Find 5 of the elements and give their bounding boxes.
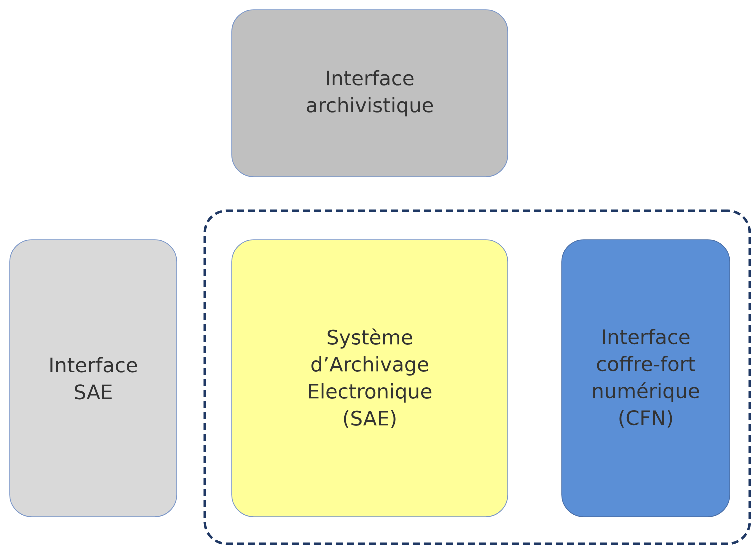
dashed-group-box bbox=[204, 210, 752, 546]
process-box: Interface archivistique bbox=[232, 10, 508, 178]
process-box: Interface coffre-fort numérique (CFN) bbox=[562, 240, 730, 518]
process-box: Interface SAE bbox=[10, 240, 178, 518]
process-box: Système d’Archivage Electronique (SAE) bbox=[232, 240, 508, 518]
